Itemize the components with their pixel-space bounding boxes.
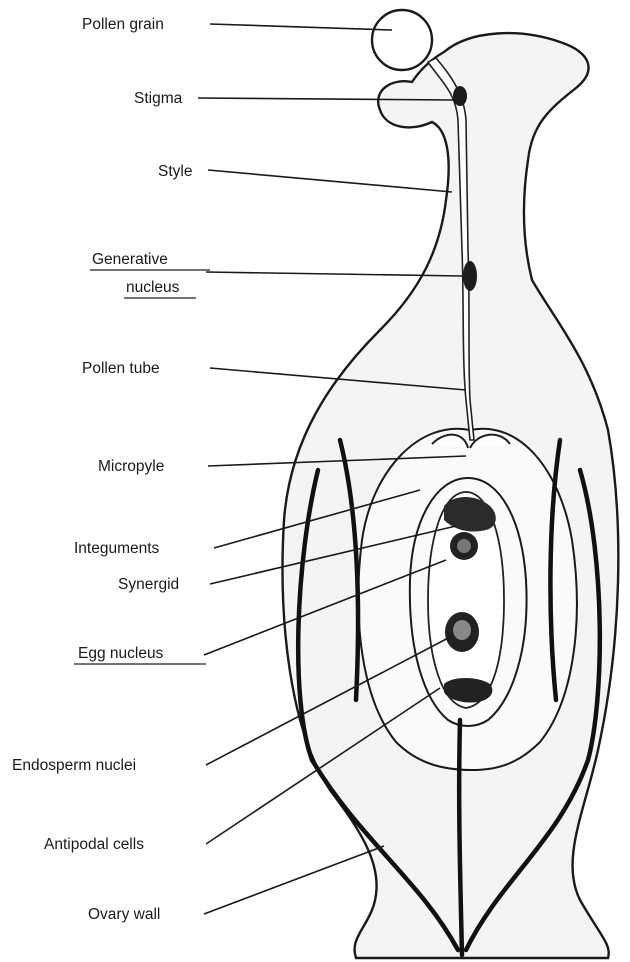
label-nucleus: nucleus: [126, 279, 180, 296]
stigma-nucleus: [453, 86, 467, 106]
label-pollen-grain: Pollen grain: [82, 16, 164, 33]
label-pollen-tube: Pollen tube: [82, 360, 160, 377]
label-integuments: Integuments: [74, 540, 160, 557]
label-antipodal-cells: Antipodal cells: [44, 836, 144, 853]
label-synergid: Synergid: [118, 576, 179, 593]
label-generative: Generative: [92, 251, 168, 268]
generative-nucleus: [463, 261, 477, 291]
label-endosperm-nuclei: Endosperm nuclei: [12, 757, 136, 774]
labels: Pollen grain Stigma Style Generative nuc…: [12, 16, 210, 923]
label-egg-nucleus: Egg nucleus: [78, 645, 164, 662]
pollen-grain: [372, 10, 432, 70]
label-micropyle: Micropyle: [98, 458, 164, 475]
label-stigma: Stigma: [134, 90, 183, 107]
ovule: [358, 429, 577, 770]
label-style: Style: [158, 163, 192, 180]
label-ovary-wall: Ovary wall: [88, 906, 160, 923]
